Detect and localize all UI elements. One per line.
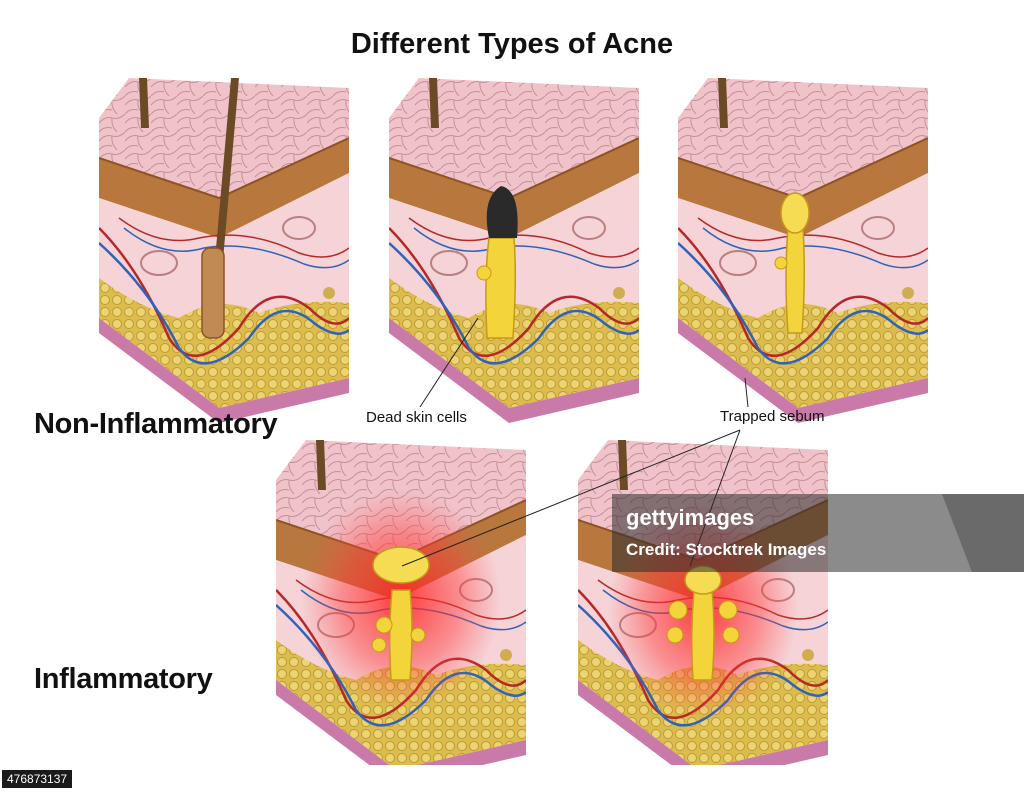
- sebum-sac: [372, 546, 430, 584]
- image-id-badge: 476873137: [2, 770, 73, 788]
- hair-follicle: [201, 247, 225, 339]
- panel-papule: [276, 440, 526, 765]
- page-title: Different Types of Acne: [350, 28, 674, 60]
- panel-normal-follicle: [99, 78, 349, 423]
- callout-dead-skin-cells: Dead skin cells: [366, 409, 467, 426]
- label-non-inflammatory: Non-Inflammatory: [34, 408, 278, 440]
- watermark-brand: gettyimages: [626, 505, 755, 530]
- blackhead-plug: [486, 186, 518, 238]
- callout-trapped-sebum: Trapped sebum: [720, 408, 825, 425]
- watermark-credit: Credit: Stocktrek Images: [626, 540, 827, 559]
- label-inflammatory: Inflammatory: [34, 663, 213, 695]
- panel-whitehead: [678, 78, 928, 423]
- panel-blackhead: [389, 78, 639, 423]
- watermark-banner: [612, 494, 1024, 572]
